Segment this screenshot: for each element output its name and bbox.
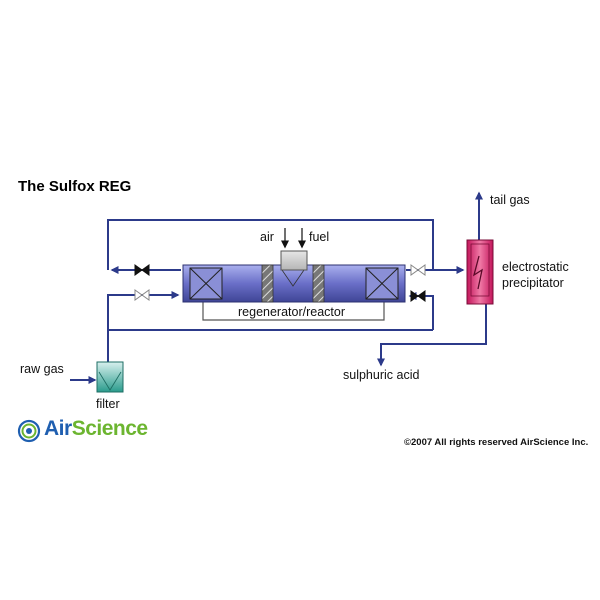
catalyst-left-icon [261, 264, 274, 303]
tail-gas-label: tail gas [490, 193, 530, 207]
valve-left-top [134, 264, 150, 276]
regenerator-label: regenerator/reactor [238, 305, 346, 319]
recirculation-top-line [107, 219, 434, 270]
sulphuric-acid-label: sulphuric acid [343, 368, 420, 382]
filter-label: filter [96, 397, 120, 411]
right-return-line [408, 292, 434, 330]
reactor-bottom-bracket [202, 302, 385, 321]
esp-label-line1: electrostatic [502, 260, 569, 274]
valve-right-bottom [410, 290, 426, 302]
valve-left-bottom [134, 289, 150, 301]
valve-right-top [410, 264, 426, 276]
catalyst-right-icon [312, 264, 325, 303]
copyright-notice: ©2007 All rights reserved AirScience Inc… [404, 437, 589, 448]
packed-bed-left-icon [189, 267, 223, 300]
airscience-logo-swirl-icon [17, 419, 41, 443]
reactor-left-inlet-line [107, 291, 180, 330]
filter-cone-icon [98, 371, 122, 391]
diagram-title: The Sulfox REG [18, 178, 132, 195]
packed-bed-right-icon [365, 267, 399, 300]
air-label: air [260, 230, 274, 244]
filter-unit [96, 361, 124, 393]
airscience-logo: AirScience [16, 416, 166, 446]
lightning-icon [472, 255, 483, 290]
fuel-label: fuel [309, 230, 330, 244]
sulphuric-acid-line [377, 304, 487, 367]
logo-part-air: Air [44, 417, 72, 440]
electrostatic-precipitator [466, 239, 494, 305]
burner-box [280, 250, 308, 271]
raw-gas-label: raw gas [20, 362, 64, 376]
regenerator-reactor [182, 264, 406, 303]
logo-part-science: Science [71, 417, 148, 440]
flow-lines [70, 191, 487, 384]
esp-label-line2: precipitator [502, 276, 564, 290]
